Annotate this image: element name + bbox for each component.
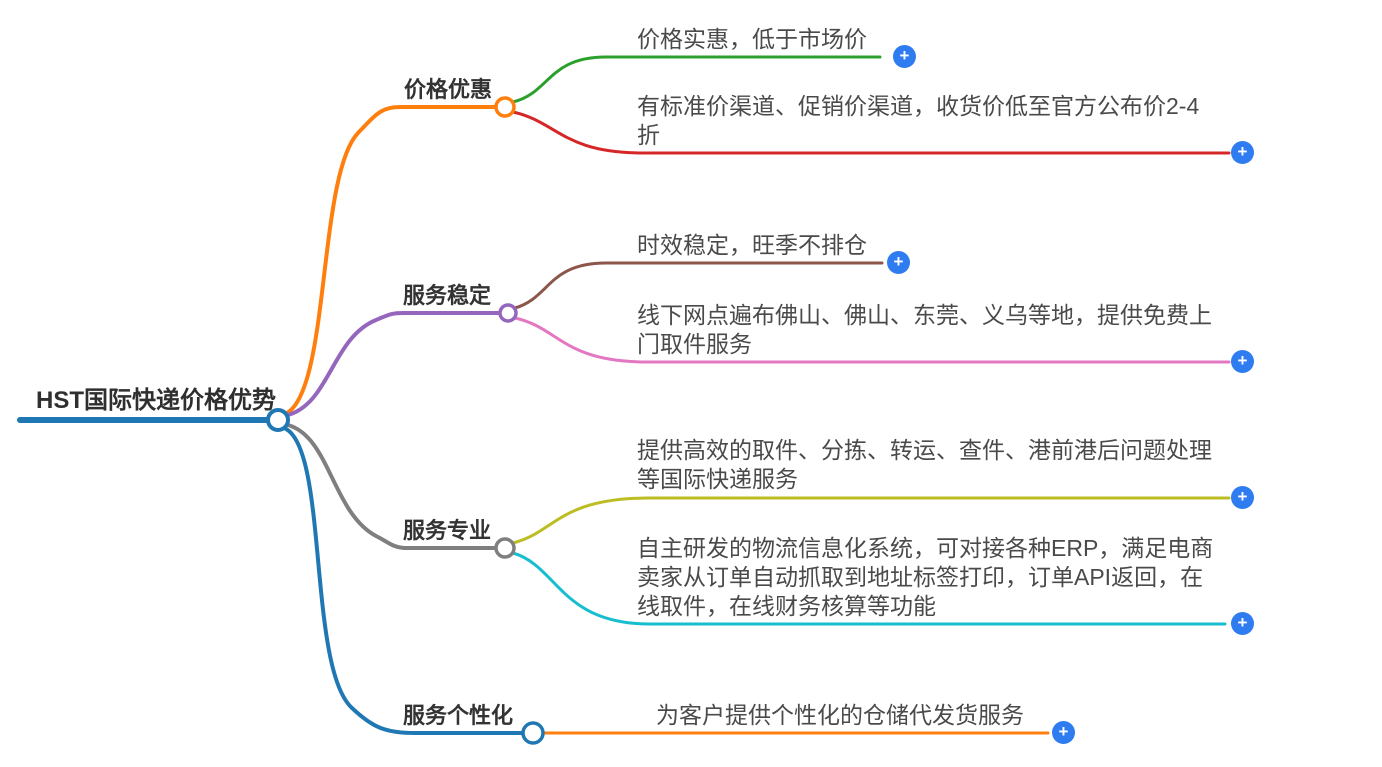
branch-handle-professional[interactable] (494, 537, 516, 559)
child-node-professional-2[interactable]: 自主研发的物流信息化系统，可对接各种ERP，满足电商卖家从订单自动抓取到地址标签… (637, 535, 1214, 619)
child-node-price-2[interactable]: 有标准价渠道、促销价渠道，收货价低至官方公布价2-4折 (637, 93, 1200, 148)
child-curve-stable-2 (513, 316, 1231, 364)
branch-handle-personalized[interactable] (521, 721, 545, 745)
expand-button-stable-1[interactable]: + (887, 251, 910, 274)
plus-icon: + (1058, 722, 1069, 741)
root-node-label[interactable]: HST国际快递价格优势 (36, 387, 276, 414)
branch-node-price[interactable]: 价格优惠 (404, 77, 493, 102)
branch-handle-stable[interactable] (498, 303, 518, 323)
plus-icon: + (899, 46, 910, 65)
branch-node-stable[interactable]: 服务稳定 (403, 283, 492, 308)
branch-node-professional[interactable]: 服务专业 (403, 518, 492, 543)
plus-icon: + (1237, 142, 1248, 161)
child-node-price-1[interactable]: 价格实惠，低于市场价 (637, 26, 867, 52)
root-node-handle[interactable] (266, 408, 290, 432)
expand-button-stable-2[interactable]: + (1231, 350, 1254, 373)
branch-node-personalized[interactable]: 服务个性化 (403, 703, 514, 728)
child-node-stable-1[interactable]: 时效稳定，旺季不排仓 (637, 232, 867, 258)
child-curve-professional-1 (511, 496, 1231, 545)
branch-handle-price[interactable] (494, 96, 516, 118)
child-node-personalized-1[interactable]: 为客户提供个性化的仓储代发货服务 (656, 702, 1024, 728)
plus-icon: + (893, 252, 904, 271)
branch-curve-professional (286, 423, 497, 550)
branch-curve-stable (286, 311, 501, 417)
child-curve-professional-2 (511, 551, 1227, 626)
child-curve-stable-1 (513, 261, 884, 310)
child-curve-price-1 (511, 55, 882, 104)
expand-button-professional-2[interactable]: + (1231, 612, 1254, 635)
child-curve-price-2 (511, 110, 1231, 155)
plus-icon: + (1237, 487, 1248, 506)
expand-button-price-2[interactable]: + (1231, 141, 1254, 164)
branch-curve-price (285, 105, 496, 415)
child-node-stable-2[interactable]: 线下网点遍布佛山、佛山、东莞、义乌等地，提供免费上门取件服务 (637, 302, 1212, 357)
expand-button-price-1[interactable]: + (893, 45, 916, 68)
child-node-professional-1[interactable]: 提供高效的取件、分拣、转运、查件、港前港后问题处理等国际快递服务 (637, 437, 1212, 492)
plus-icon: + (1237, 613, 1248, 632)
branch-curve-personalized (284, 427, 525, 735)
plus-icon: + (1237, 351, 1248, 370)
expand-button-professional-1[interactable]: + (1231, 486, 1254, 509)
expand-button-personalized-1[interactable]: + (1052, 721, 1075, 744)
